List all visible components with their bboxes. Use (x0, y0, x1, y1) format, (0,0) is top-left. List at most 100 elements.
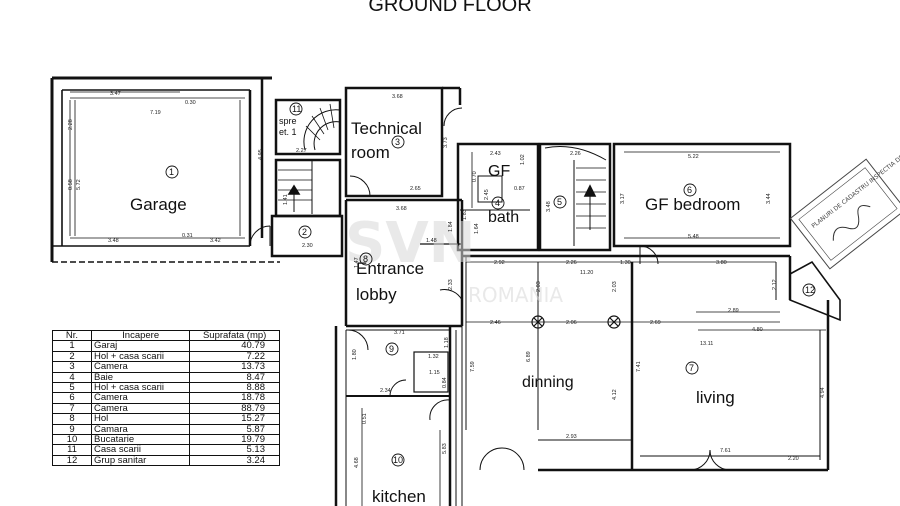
dim-label: 3.42 (210, 238, 221, 244)
dim-label: 2.33 (448, 279, 454, 290)
dim-label: 1.41 (283, 194, 289, 205)
room-number-12: 12 (805, 285, 815, 295)
cell-nr: 8 (52, 413, 92, 425)
label-entrance-2: lobby (356, 285, 397, 304)
cell-area: 5.13 (189, 444, 280, 456)
cell-room: Camera (90, 402, 191, 415)
col-suprafata: Suprafata (mp) (189, 329, 280, 342)
dim-label: 2.46 (490, 320, 501, 326)
watermark-sub: ROMANIA (468, 283, 563, 307)
room-number-1: 1 (169, 167, 174, 177)
cell-area: 40.79 (189, 340, 280, 352)
room-number-3: 3 (395, 137, 400, 147)
dim-label: 2.03 (612, 281, 618, 292)
gf-bath-walls (456, 142, 540, 252)
dim-label: 2.12 (772, 279, 778, 290)
label-spre: spre (279, 116, 297, 126)
label-kitchen: kitchen (372, 487, 426, 506)
dim-label: 5.72 (76, 179, 82, 190)
dim-label: 7.61 (720, 448, 731, 454)
dim-label: 0.70 (472, 171, 478, 182)
cell-nr: 3 (52, 361, 92, 373)
label-gf-bath-2: bath (488, 209, 519, 226)
dim-label: 3.68 (396, 206, 407, 212)
dim-label: 2.92 (494, 260, 505, 266)
dim-label: 2.45 (484, 189, 490, 200)
dim-label: 0.84 (442, 377, 448, 388)
cell-room: Grup sanitar (90, 454, 191, 467)
dim-label: 2.69 (650, 320, 661, 326)
cell-room: Casa scarii (90, 444, 191, 456)
cell-room: Hol (90, 413, 191, 425)
room-number-markers (165, 102, 816, 467)
dim-label: 0.31 (182, 233, 193, 239)
cell-area: 18.78 (189, 392, 280, 404)
cell-nr: 12 (52, 454, 92, 467)
cell-room: Hol + casa scarii (90, 382, 191, 394)
cell-area: 19.79 (189, 434, 280, 446)
stairs-5 (538, 142, 612, 252)
room-number-4: 4 (495, 198, 500, 208)
dim-label: 3.17 (620, 193, 626, 204)
dim-label: 3.48 (546, 201, 552, 212)
cell-room: Garaj (90, 340, 191, 352)
dim-label: 0.58 (68, 179, 74, 190)
dim-label: 1.64 (474, 223, 480, 234)
dim-label: 13.11 (700, 341, 713, 347)
dim-label: 0.30 (185, 100, 196, 106)
dim-label: 2.34 (380, 388, 391, 394)
cell-room: Camara (90, 423, 191, 436)
label-living: living (696, 388, 735, 407)
dim-label: 3.44 (766, 193, 772, 204)
dim-label: 2.93 (566, 434, 577, 440)
col-incapere: Incapere (90, 329, 191, 342)
technical-room-walls (344, 86, 463, 198)
dim-label: 2.65 (410, 186, 421, 192)
cell-room: Camera (90, 392, 191, 404)
cadastral-stamp: PLANURI DE CADASTRU INSPECTIA DE STAT In… (789, 136, 900, 270)
dim-label: 1.83 (462, 209, 468, 220)
dim-label: 1.30 (620, 260, 631, 266)
room-number-9: 9 (389, 344, 394, 354)
dim-label: 7.41 (636, 361, 642, 372)
dim-label: 1.48 (426, 238, 437, 244)
room-number-6: 6 (687, 185, 692, 195)
cell-area: 3.24 (189, 454, 280, 467)
kitchen-walls (334, 326, 463, 506)
dim-label: 1.80 (352, 349, 358, 360)
dim-label: 2.03 (536, 281, 542, 292)
label-dinning: dinning (522, 374, 574, 391)
room-number-11: 11 (292, 104, 301, 114)
dim-label: 1.02 (520, 154, 526, 165)
cell-room: Bucatarie (90, 434, 191, 446)
dim-label: 0.51 (362, 413, 368, 424)
page-title: GROUND FLOOR (368, 0, 532, 16)
dim-label: 4.12 (612, 389, 618, 400)
cell-area: 15.27 (189, 413, 280, 425)
room-number-8: 8 (363, 254, 368, 264)
dim-label: 4.94 (820, 387, 826, 398)
table-header-row: Nr. Incapere Suprafata (mp) (52, 329, 280, 342)
dim-label: 2.26 (570, 151, 581, 157)
label-gf-bedroom: GF bedroom (645, 195, 740, 214)
cell-nr: 11 (52, 444, 92, 456)
garage-walls (50, 76, 280, 263)
cell-nr: 2 (52, 350, 92, 363)
dim-label: 5.48 (688, 234, 699, 240)
dimension-labels: 3.47 0.30 7.19 2.28 5.72 0.58 4.95 3.48 … (68, 91, 826, 468)
dim-label: 4.95 (258, 149, 264, 160)
dim-label: 3.48 (108, 238, 119, 244)
dim-label: 3.71 (394, 330, 405, 336)
dim-label: 11.20 (580, 270, 593, 276)
dim-label: 1.47 (354, 257, 360, 268)
cell-nr: 9 (52, 423, 92, 436)
dim-label: 5.83 (442, 443, 448, 454)
